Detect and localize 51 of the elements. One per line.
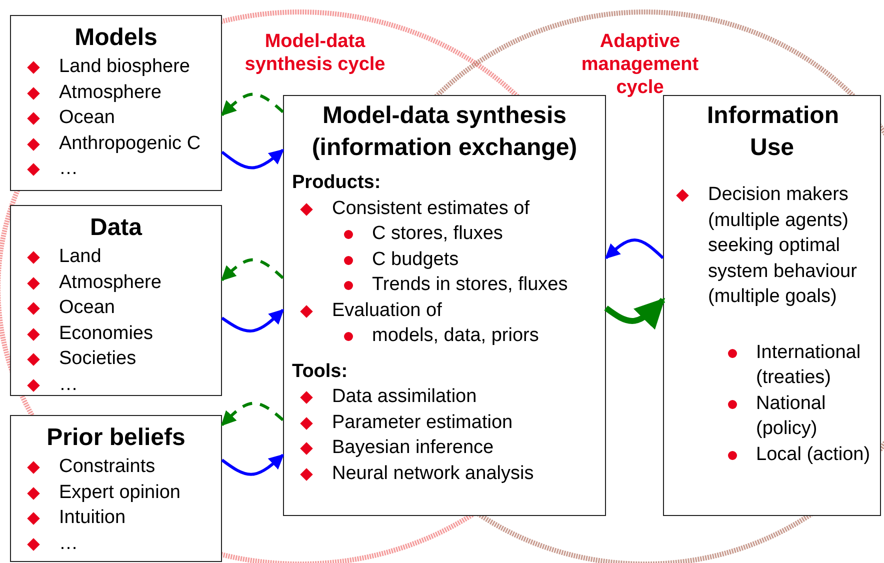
arrow [221, 148, 284, 170]
list-item: Ocean [59, 106, 116, 130]
list-item: models, data, priors [372, 324, 540, 348]
box-heading: Models [74, 23, 158, 53]
list-item: National (policy) [756, 392, 827, 441]
list-item: Neural network analysis [332, 462, 535, 486]
list-item: Constraints [59, 455, 156, 479]
box-heading: Prior beliefs [46, 423, 186, 453]
list-item: … [59, 532, 79, 556]
list-item: Atmosphere [59, 80, 162, 104]
arrow [221, 308, 284, 332]
arrow [221, 454, 284, 476]
list-item: Intuition [59, 506, 127, 530]
synthesis-panel [283, 95, 606, 516]
list-box [10, 415, 222, 562]
list-item: Decision makers (multiple agents) seeking optimal system behaviour (multiple goals) [708, 183, 858, 309]
list-item: Parameter estimation [332, 410, 514, 434]
list-box [10, 15, 222, 191]
list-box [10, 205, 222, 396]
list-item: Consistent estimates of [332, 196, 530, 220]
list-item: Evaluation of [332, 298, 443, 322]
list-item: Societies [59, 347, 138, 371]
list-item: … [59, 372, 79, 396]
arrow [220, 402, 284, 426]
arrow [220, 92, 284, 116]
arrow [220, 258, 284, 282]
arrow [604, 238, 664, 260]
list-item: Trends in stores, fluxes [372, 273, 569, 297]
list-item: Anthropogenic C [59, 132, 202, 156]
list-item: C budgets [372, 248, 460, 272]
list-item: International (treaties) [756, 340, 862, 390]
list-item: Expert opinion [59, 480, 182, 504]
list-item: Land [59, 245, 102, 269]
list-item: … [59, 157, 79, 181]
section-heading: Tools: [292, 360, 349, 384]
list-item: Land biosphere [59, 55, 191, 79]
box-heading: Data [88, 213, 144, 243]
list-item: Ocean [59, 296, 116, 320]
list-item: Economies [59, 322, 154, 346]
cycle-label: Adaptive management cycle [580, 30, 700, 99]
list-item: Local (action) [756, 442, 872, 466]
list-item: Bayesian inference [332, 436, 495, 460]
box-heading: Information Use [707, 101, 837, 163]
box-heading: Model-data synthesis (information exchange) [310, 101, 578, 163]
list-box [663, 95, 881, 516]
list-item: C stores, fluxes [372, 222, 504, 246]
cycle-label: Model-data synthesis cycle [244, 30, 386, 76]
section-heading: Products: [292, 171, 382, 195]
list-item: Data assimilation [332, 385, 478, 409]
list-item: Atmosphere [59, 270, 162, 294]
arrow [604, 298, 666, 330]
